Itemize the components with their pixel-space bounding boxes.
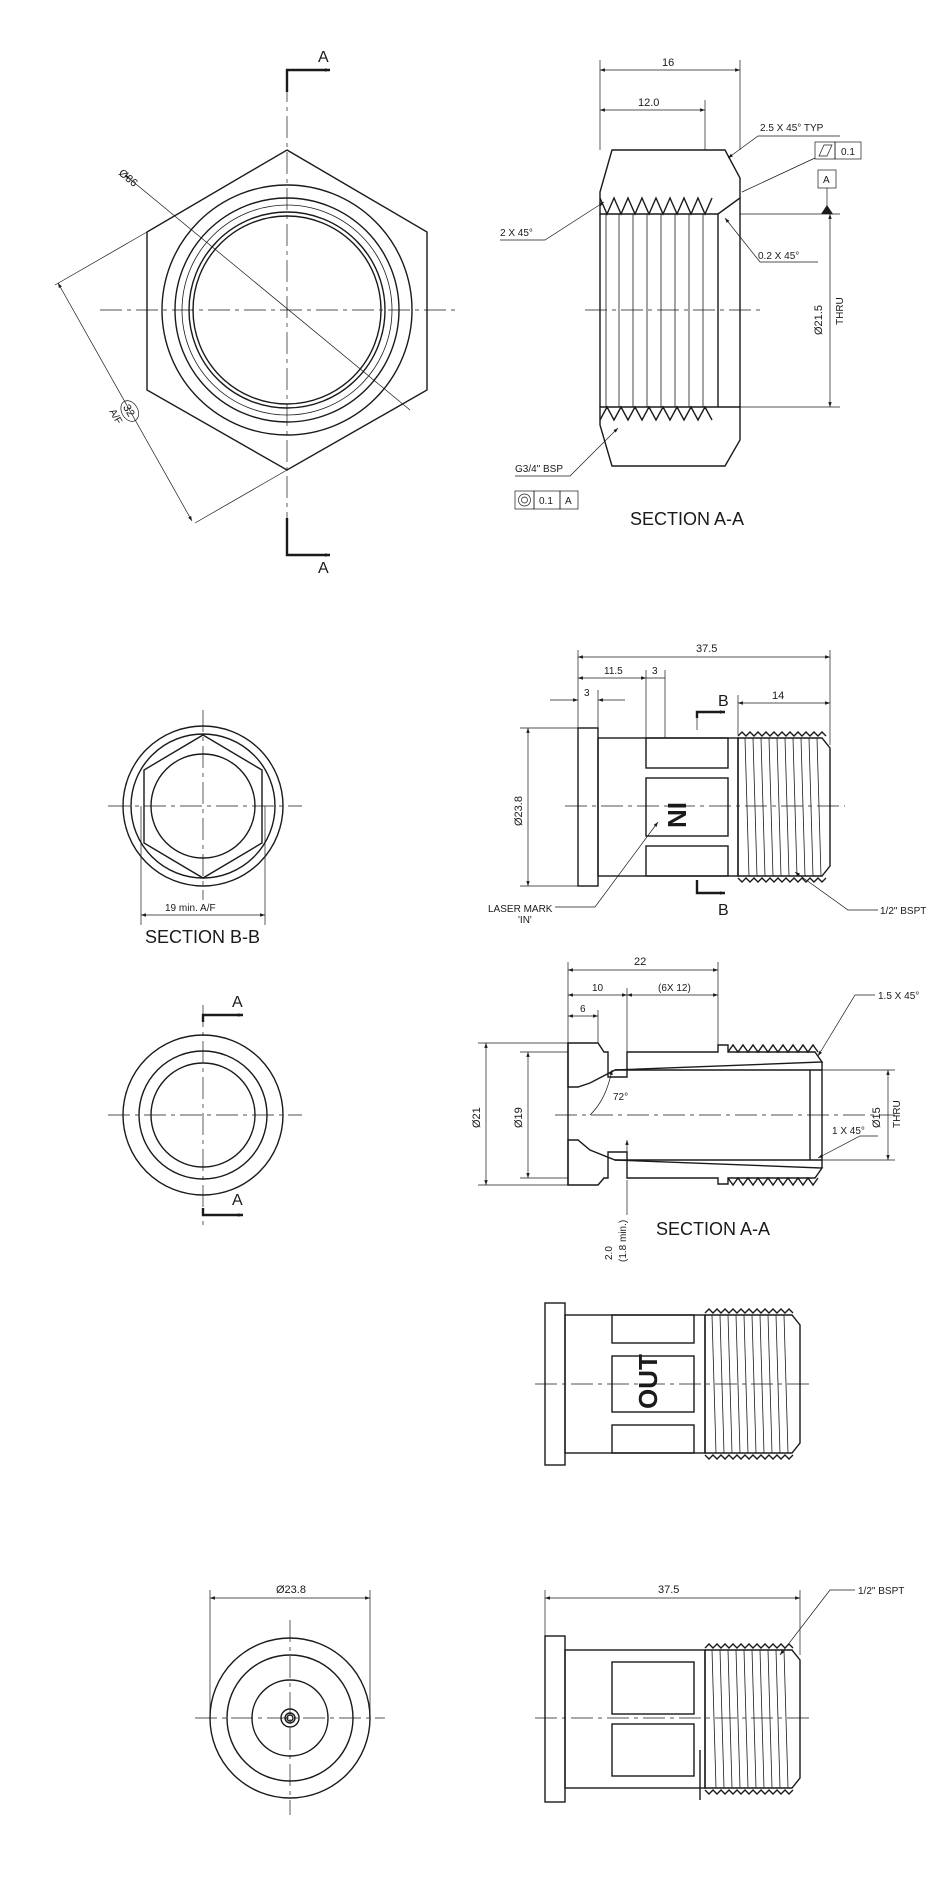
thru-15: THRU [892, 1100, 903, 1128]
datum-box: A [823, 175, 830, 186]
section-letter-top: A [318, 49, 329, 66]
dim-22: 22 [634, 956, 646, 968]
thread-spec: G3/4" BSP [515, 464, 563, 475]
angle-72: 72° [613, 1092, 628, 1103]
end-dia: Ø23.8 [276, 1584, 306, 1596]
section-title-bb: SECTION B-B [145, 927, 260, 947]
in-dim-3-top: 3 [652, 666, 658, 677]
chamfer-left: 2 X 45° [500, 228, 533, 239]
laser-mark-text: 'IN' [518, 915, 532, 926]
bb-af-dim: 19 min. A/F [165, 903, 216, 914]
dim-10: 10 [592, 983, 604, 994]
chamfer-1: 1 X 45° [832, 1126, 865, 1137]
in-thread [737, 737, 831, 877]
section-a-top-2: A [232, 994, 243, 1011]
section-letter-bottom: A [318, 560, 329, 577]
chamfer-small: 0.2 X 45° [758, 251, 799, 262]
section-b-top: B [718, 693, 729, 710]
lower-section [599, 406, 741, 467]
side-view-out: OUT [535, 1302, 810, 1466]
in-flange [577, 727, 599, 887]
in-dia: Ø23.8 [513, 796, 525, 826]
in-dim-3-left: 3 [584, 688, 590, 699]
dia-leader [124, 174, 411, 411]
hex-front-view: A A Ø36 32 A/F [54, 49, 455, 577]
section-bb-view: 19 min. A/F SECTION B-B [108, 710, 302, 947]
section-b-bottom: B [718, 902, 729, 919]
concentricity-datum: A [565, 496, 572, 507]
dim-6x12: (6X 12) [658, 983, 691, 994]
dia-21: Ø21 [471, 1107, 483, 1128]
end-view-small-bore: Ø23.8 [195, 1584, 385, 1815]
in-thread-spec: 1/2" BSPT [880, 906, 926, 917]
wall-min: 2.0 [604, 1246, 615, 1260]
in-dim-overall: 37.5 [696, 643, 717, 655]
bb-bore [150, 753, 256, 859]
laser-mark: LASER MARK [488, 904, 553, 915]
in-dim-14: 14 [772, 690, 784, 702]
concentricity-value: 0.1 [539, 496, 553, 507]
out-mark: OUT [633, 1354, 663, 1409]
side-view-in: IN B B 37.5 11.5 3 3 [488, 643, 926, 926]
section-a-bottom-2: A [232, 1192, 243, 1209]
side-view-bottom: 37.5 1/2" BSPT [535, 1584, 904, 1803]
af-value: 32 [120, 402, 137, 419]
dia-19: Ø19 [513, 1107, 525, 1128]
upper-section [599, 149, 741, 215]
af-dim-line [57, 282, 193, 522]
cut-b-bottom [695, 880, 725, 895]
end-view-circles: A A [108, 994, 302, 1225]
flatness-value: 0.1 [841, 147, 855, 158]
wall-min2: (1.8 min.) [618, 1220, 629, 1262]
dia-label: Ø36 [116, 167, 140, 190]
section-aa-nut: 16 12.0 2.5 X 45° TYP 0.1 A 2 X 45° 0.2 … [500, 57, 862, 529]
bottom-dim-overall: 37.5 [658, 1584, 679, 1596]
in-dim-11-5: 11.5 [604, 666, 623, 677]
dim-6: 6 [580, 1004, 586, 1015]
upper-thread [599, 196, 713, 216]
section-cut-top [285, 68, 330, 92]
dim-inner: 12.0 [638, 97, 659, 109]
bottom-thread-spec: 1/2" BSPT [858, 1586, 904, 1597]
lower-thread [599, 405, 713, 422]
chamfer-typ: 2.5 X 45° TYP [760, 123, 824, 134]
chamfer-1-5: 1.5 X 45° [878, 991, 919, 1002]
section-cut-bottom [285, 518, 330, 557]
cut-b-top [695, 710, 725, 718]
bore-dia: Ø21.5 [813, 305, 825, 335]
bore-thru: THRU [835, 297, 846, 325]
section-aa-fitting: 22 10 (6X 12) 6 1.5 X 45° Ø21 Ø19 72° Ø1… [471, 956, 919, 1262]
section-title-nut: SECTION A-A [630, 509, 744, 529]
dia-15: Ø15 [871, 1107, 883, 1128]
dim-overall: 16 [662, 57, 674, 69]
section-title-fitting: SECTION A-A [656, 1219, 770, 1239]
